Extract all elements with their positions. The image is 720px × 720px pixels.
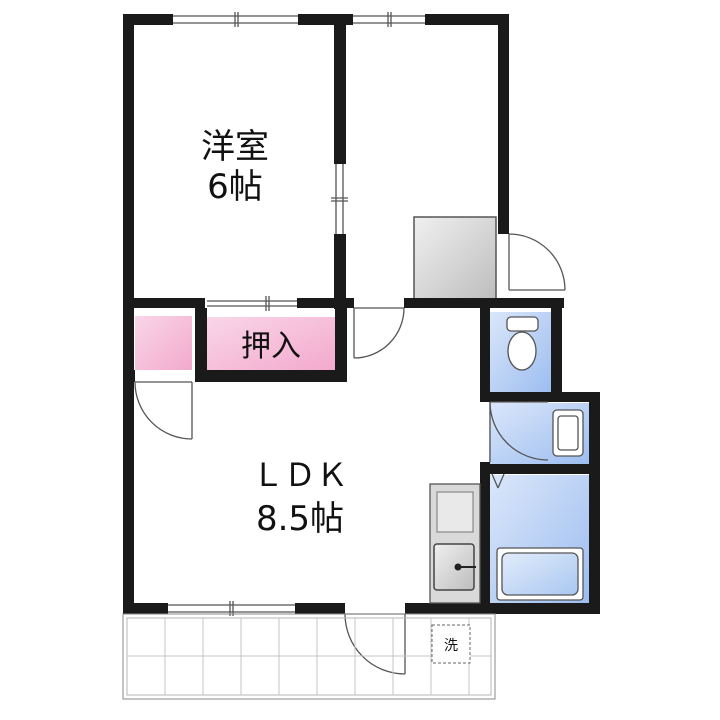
western-room-size: 6帖 [207,167,263,207]
balcony [122,613,496,700]
wall-bottom-mid [295,603,345,614]
closet-sliding-doors [207,296,297,311]
wall-top-left [123,14,173,25]
sliding-door-rooms [331,164,348,234]
wall-closet-bottom [195,370,347,382]
kitchen-counter [429,483,481,604]
wall-storage-bottom [123,370,135,382]
western-room-name: 洋室 [201,127,269,167]
wall-room-divider [334,14,346,164]
ldk-size: 8.5帖 [256,499,344,539]
door-side-storage [134,381,193,440]
windows [168,12,425,616]
wall-bottom-right [405,603,600,614]
wall-closet-right [335,308,347,382]
toilet-icon [506,316,539,371]
side-storage-fill [135,316,192,370]
window-bottom-left [168,601,295,616]
walls [123,14,600,614]
wall-toilet-right [551,298,562,400]
wall-room-divider-low [334,234,346,309]
wall-right-upper [498,14,509,234]
wall-left [123,14,134,614]
front-door [508,233,566,291]
wall-mid-right [404,298,564,308]
window-top-right [353,12,425,27]
wall-closet-left [195,308,207,382]
washer-mark: 洗 [444,638,458,654]
bath-door-mark [491,473,505,489]
storage-box [413,216,497,301]
wall-wet-left-low [480,462,490,612]
door-balcony [344,613,406,675]
closet-label: 押入 [241,329,301,364]
bathtub-icon [496,547,584,601]
wall-mid-left [123,298,205,308]
door-washroom [489,401,549,462]
wall-right-bath [589,392,600,614]
closet-fill [207,317,335,370]
ldk-name: ＬＤＫ [252,456,348,494]
wall-mid-center [297,298,354,308]
wall-bath-top [490,464,600,474]
door-western-room [353,307,405,359]
wall-top-mid [298,14,353,25]
wall-bottom-left [123,603,168,614]
washer-space [431,624,471,664]
wall-top-right [425,14,509,25]
wall-wet-left [480,308,490,396]
wash-basin-icon [552,409,584,457]
window-top-left [173,12,298,27]
wall-toilet-bottom [480,392,600,402]
